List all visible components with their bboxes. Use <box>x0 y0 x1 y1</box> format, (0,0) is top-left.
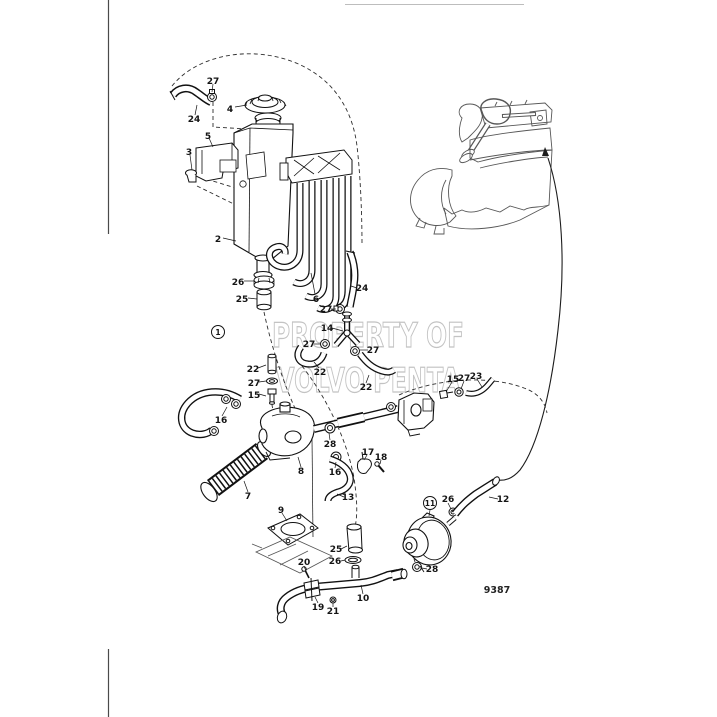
pump-outlet-hose <box>448 476 500 517</box>
callout-8-housing: 8 <box>298 467 304 477</box>
callout-27-top-clamp: 27 <box>207 77 220 87</box>
drawing-number: 9387 <box>484 585 510 596</box>
callout-labels: 27 24 4 5 3 2 26 25 6 24 27 14 27 27 22 … <box>186 77 509 617</box>
oil-cooler <box>266 149 353 313</box>
callout-27-column-clamp: 27 <box>248 379 261 389</box>
callout-21-nut: 21 <box>327 607 340 617</box>
pressure-cap <box>244 94 287 114</box>
callout-5-bracket: 5 <box>205 132 211 142</box>
callout-19-bracket: 19 <box>312 603 325 613</box>
heat-exchanger-housing <box>258 401 316 461</box>
callout-15-column-fitting: 15 <box>248 391 261 401</box>
corrugated-hose <box>200 441 272 503</box>
callout-27-right-clamp: 27 <box>458 374 471 384</box>
callout-26-pump-clamp: 26 <box>442 495 455 505</box>
callout-20-bolt: 20 <box>298 558 311 568</box>
arrowhead <box>542 147 549 156</box>
callout-16-u-hose: 16 <box>215 416 228 426</box>
callout-23-right-hose: 23 <box>470 372 483 382</box>
hose-stub-under-tank <box>256 288 272 311</box>
callout-27-mid-clamp: 27 <box>320 305 333 315</box>
callout-14-t-piece: 14 <box>321 324 334 334</box>
flange-seal <box>253 275 275 290</box>
right-fitting-trio <box>438 376 496 400</box>
callout-6-cooler: 6 <box>313 295 319 305</box>
callout-27-t-left-clamp: 27 <box>303 340 316 350</box>
callout-9-gasket: 9 <box>278 506 284 516</box>
circled-ref-11: 11 <box>423 496 437 510</box>
callout-7-corrugated-hose: 7 <box>245 492 251 502</box>
callout-10-pipe: 10 <box>357 594 370 604</box>
callout-26-seal: 26 <box>232 278 245 288</box>
engine-routing-curve <box>496 147 563 481</box>
callout-15-right-fitting: 15 <box>447 375 460 385</box>
circulation-pump <box>402 512 457 573</box>
callout-25-bottom-hose: 25 <box>330 545 343 555</box>
cross-pipe-assembly <box>313 402 399 502</box>
t-piece-clamps <box>320 339 360 356</box>
circled-ref-1: 1 <box>211 325 225 339</box>
t-piece-fitting <box>333 311 361 347</box>
left-column-fittings <box>266 353 278 405</box>
filler-hose-top <box>169 84 213 106</box>
callout-25-hose-stub: 25 <box>236 295 249 305</box>
elbow-hoses <box>294 344 396 376</box>
leader-lines <box>189 83 499 607</box>
callout-28-pipe-clamp: 28 <box>324 440 337 450</box>
callout-22-column-hose: 22 <box>247 365 260 375</box>
callout-27-t-right-clamp: 27 <box>367 346 380 356</box>
vent-hose-right <box>345 250 359 308</box>
callout-28-pump-clamp-lower: 28 <box>426 565 439 575</box>
long-pipe-assembly <box>276 562 422 624</box>
gasket <box>267 437 319 546</box>
expansion-tank <box>233 123 294 280</box>
callout-24-vent-hose: 24 <box>356 284 369 294</box>
page-border-lines <box>107 0 524 717</box>
callout-4-cap: 4 <box>227 105 233 115</box>
circled-ref-11-label: 11 <box>425 499 435 508</box>
callout-26-bottom-clamp: 26 <box>329 557 342 567</box>
drain-plug <box>185 169 197 183</box>
callout-16-ring: 16 <box>329 468 342 478</box>
tank-bracket <box>195 142 239 182</box>
callout-2-tank: 2 <box>215 235 221 245</box>
connection-housing-right <box>397 392 435 437</box>
callout-13-s-hose: 13 <box>342 493 355 503</box>
callout-12-pump-hose: 12 <box>497 495 510 505</box>
engine-sketch <box>410 98 553 235</box>
callout-22-elbow-left: 22 <box>314 368 327 378</box>
callout-3-plug: 3 <box>186 148 192 158</box>
callout-17-hook: 17 <box>362 448 375 458</box>
bottom-hose-and-clamp <box>344 523 363 578</box>
callout-18-screw: 18 <box>375 453 388 463</box>
u-hose <box>177 388 242 439</box>
circled-ref-1-label: 1 <box>215 328 220 337</box>
callout-22-elbow-right: 22 <box>360 383 373 393</box>
callout-24-top-hose: 24 <box>188 115 201 125</box>
mounting-plate-sketch <box>251 536 333 574</box>
